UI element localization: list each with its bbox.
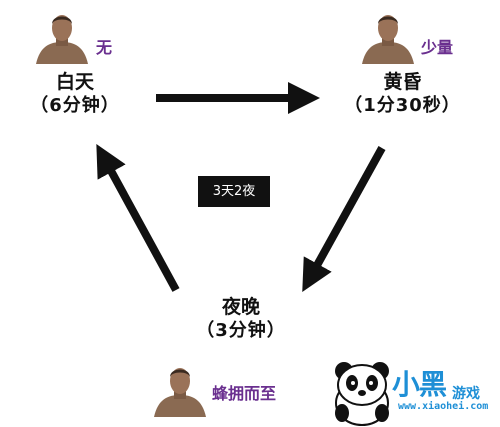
day-node: 白天 （6分钟） <box>10 70 140 118</box>
watermark-site: www.xiaohei.com <box>398 401 489 412</box>
day-duration: （6分钟） <box>30 95 120 116</box>
cycle-length-label: 3天2夜 <box>198 176 270 207</box>
watermark-brand: 小黑 <box>392 368 447 401</box>
character-portrait-icon <box>154 368 206 417</box>
dusk-creature-tag: 少量 <box>421 38 454 57</box>
night-name: 夜晚 <box>221 296 260 318</box>
night-node: 夜晚 （3分钟） <box>176 295 306 343</box>
night-duration: （3分钟） <box>196 320 286 341</box>
day-name: 白天 <box>55 71 94 93</box>
dusk-duration: （1分30秒） <box>344 95 461 116</box>
character-portrait-icon <box>362 15 414 64</box>
watermark-logo: 小黑 游戏 www.xiaohei.com <box>330 355 500 427</box>
arrow-night-to-day <box>96 143 180 292</box>
watermark-brand-sub: 游戏 <box>452 386 480 402</box>
arrow-dusk-to-night <box>302 146 386 292</box>
character-portrait-icon <box>36 15 88 64</box>
dusk-node: 黄昏 （1分30秒） <box>335 70 470 118</box>
night-creature-tag: 蜂拥而至 <box>212 384 277 403</box>
panda-icon <box>335 362 389 426</box>
dusk-name: 黄昏 <box>383 71 422 93</box>
day-creature-tag: 无 <box>96 38 113 57</box>
